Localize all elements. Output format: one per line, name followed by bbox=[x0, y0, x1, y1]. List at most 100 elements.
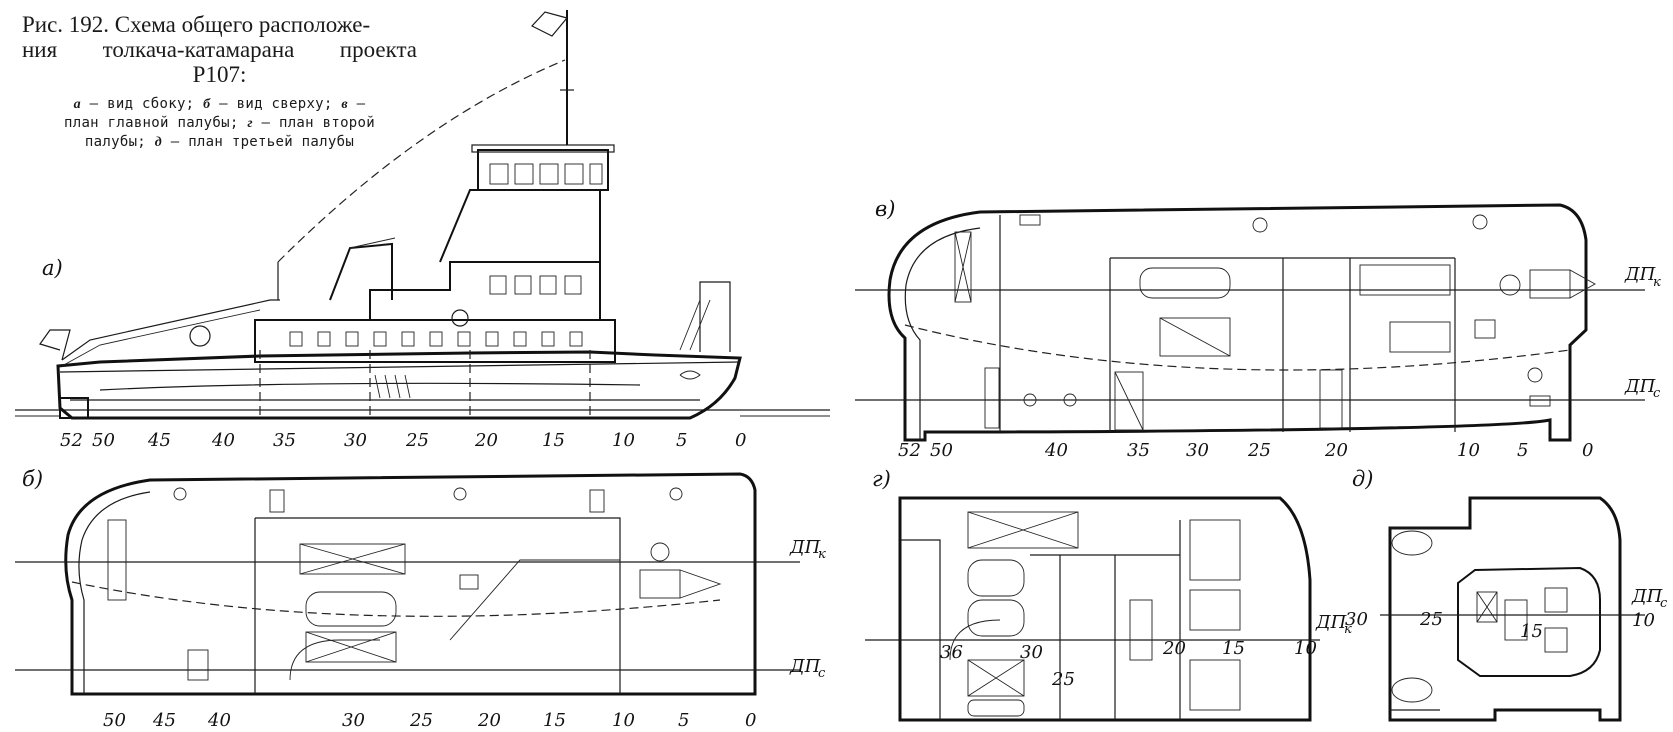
caption-title-line3: Р107: bbox=[192, 62, 247, 87]
frame-label: 15 bbox=[543, 710, 566, 731]
top-dp-c-label: ДП bbox=[789, 656, 821, 677]
fore-rail bbox=[61, 309, 261, 367]
main-superstructure bbox=[254, 319, 616, 363]
legend-a-key: а bbox=[73, 97, 81, 112]
side-frame-numbers: 52 50 45 40 35 30 25 20 15 10 5 0 bbox=[60, 430, 746, 451]
frame-label: 50 bbox=[930, 440, 953, 461]
legend-line2-pre: план главной палубы; bbox=[64, 115, 248, 131]
top-dp-c-sub: с bbox=[818, 666, 826, 681]
frame-label: 25 bbox=[409, 710, 433, 731]
view-label-a: а) bbox=[42, 256, 63, 280]
top-deck-fittings bbox=[107, 487, 722, 681]
main-deck-dp-k-label: ДП bbox=[1624, 264, 1656, 285]
third-deck-wheelhouse bbox=[1457, 566, 1601, 677]
frame-label: 45 bbox=[152, 710, 176, 731]
frame-label: 30 bbox=[1345, 609, 1368, 630]
frame-label: 10 bbox=[612, 430, 635, 451]
main-deck-frame-numbers: 52 50 40 35 30 25 20 10 5 0 bbox=[898, 440, 1593, 461]
legend-v-key: в bbox=[341, 97, 348, 112]
deck-line bbox=[59, 361, 741, 373]
mast-flag bbox=[531, 11, 569, 37]
second-deck-dp-k-sub: к bbox=[1344, 622, 1352, 637]
second-deck-plan: г) ДП к bbox=[865, 467, 1352, 722]
wheelhouse-roof bbox=[471, 144, 615, 153]
top-frame-numbers: 50 45 40 30 25 20 15 10 5 0 bbox=[103, 710, 756, 731]
frame-label: 50 bbox=[92, 430, 115, 451]
main-deck-dp-k-sub: к bbox=[1653, 275, 1661, 290]
frame-label: 25 bbox=[1419, 609, 1443, 630]
frame-label: 40 bbox=[211, 430, 235, 451]
top-view: б) ДП к ДП с bbox=[15, 467, 826, 731]
legend-line3-pre: палубы; bbox=[84, 134, 155, 150]
frame-label: 20 bbox=[474, 430, 498, 451]
second-tier-windows bbox=[489, 275, 582, 295]
main-deck-hull bbox=[887, 203, 1588, 442]
frame-label: 30 bbox=[344, 430, 367, 451]
third-tier bbox=[439, 189, 601, 263]
fore-bulwark bbox=[61, 299, 280, 361]
frame-label: 30 bbox=[1186, 440, 1209, 461]
wheelhouse bbox=[477, 149, 609, 191]
frame-label: 40 bbox=[207, 710, 231, 731]
anchor bbox=[679, 370, 701, 380]
push-ladder bbox=[679, 299, 711, 351]
main-deck-hull-boundary bbox=[904, 324, 1571, 371]
legend-g-text: — план второй bbox=[252, 115, 375, 131]
frame-label: 20 bbox=[1324, 440, 1348, 461]
frame-label: 15 bbox=[1222, 638, 1245, 659]
main-deck-dp-c-sub: с bbox=[1653, 386, 1661, 401]
winch bbox=[451, 309, 469, 327]
sheer-line bbox=[99, 382, 641, 391]
third-deck-frame-numbers: 30 25 15 10 bbox=[1345, 609, 1655, 642]
view-label-b: б) bbox=[22, 467, 43, 491]
frame-label: 0 bbox=[745, 710, 756, 731]
third-deck-plan: д) ДП с 30 25 15 10 bbox=[1345, 467, 1668, 722]
third-deck-outline bbox=[1388, 496, 1622, 722]
frame-label: 10 bbox=[1294, 638, 1317, 659]
push-knee bbox=[699, 281, 731, 352]
third-deck-fittings bbox=[1391, 530, 1568, 703]
frame-label: 25 bbox=[1247, 440, 1271, 461]
main-deck-plan: в) ДП к ДП с bbox=[855, 197, 1661, 461]
frame-label: 10 bbox=[1632, 610, 1655, 631]
legend-v-text: — bbox=[347, 96, 366, 112]
frame-label: 25 bbox=[1051, 669, 1075, 690]
legend-b-text: — вид сверху; bbox=[210, 96, 342, 112]
frame-label: 50 bbox=[103, 710, 126, 731]
frame-label: 30 bbox=[342, 710, 365, 731]
second-tier bbox=[369, 261, 601, 320]
wheelhouse-windows bbox=[489, 163, 603, 185]
legend-d-text: — план третьей палубы bbox=[162, 134, 355, 150]
second-deck-stair bbox=[900, 539, 941, 720]
frame-label: 5 bbox=[1517, 440, 1528, 461]
side-frame-ticks bbox=[259, 350, 591, 420]
frame-label: 5 bbox=[676, 430, 687, 451]
main-deck-stern-inner bbox=[904, 227, 981, 440]
frame-label: 20 bbox=[477, 710, 501, 731]
caption-title-line2: ния толкача-катамарана проекта bbox=[22, 37, 417, 62]
legend-a-text: — вид сбоку; bbox=[80, 96, 204, 112]
caption-title-line1: Рис. 192. Схема общего расположе- bbox=[22, 12, 371, 37]
frame-label: 35 bbox=[1127, 440, 1150, 461]
legend-b-key: б bbox=[203, 97, 211, 112]
frame-label: 15 bbox=[542, 430, 565, 451]
frame-label: 30 bbox=[1020, 642, 1043, 663]
frame-label: 5 bbox=[678, 710, 689, 731]
second-deck-dp-k-label: ДП bbox=[1315, 612, 1347, 633]
top-dp-k-sub: к bbox=[818, 547, 826, 562]
frame-label: 52 bbox=[60, 430, 83, 451]
main-deck-dp-c-label: ДП bbox=[1624, 376, 1656, 397]
forestay bbox=[277, 59, 566, 263]
funnel bbox=[329, 242, 393, 301]
second-deck-outline bbox=[898, 496, 1312, 722]
frame-label: 35 bbox=[273, 430, 296, 451]
view-label-d: д) bbox=[1352, 467, 1374, 491]
rudder bbox=[59, 397, 89, 419]
frame-label: 40 bbox=[1044, 440, 1068, 461]
view-label-v: в) bbox=[875, 197, 895, 221]
frame-label: 10 bbox=[1457, 440, 1480, 461]
top-hull-boundary bbox=[71, 581, 721, 617]
second-deck-frame-numbers: 36 30 25 20 15 10 bbox=[940, 638, 1317, 690]
